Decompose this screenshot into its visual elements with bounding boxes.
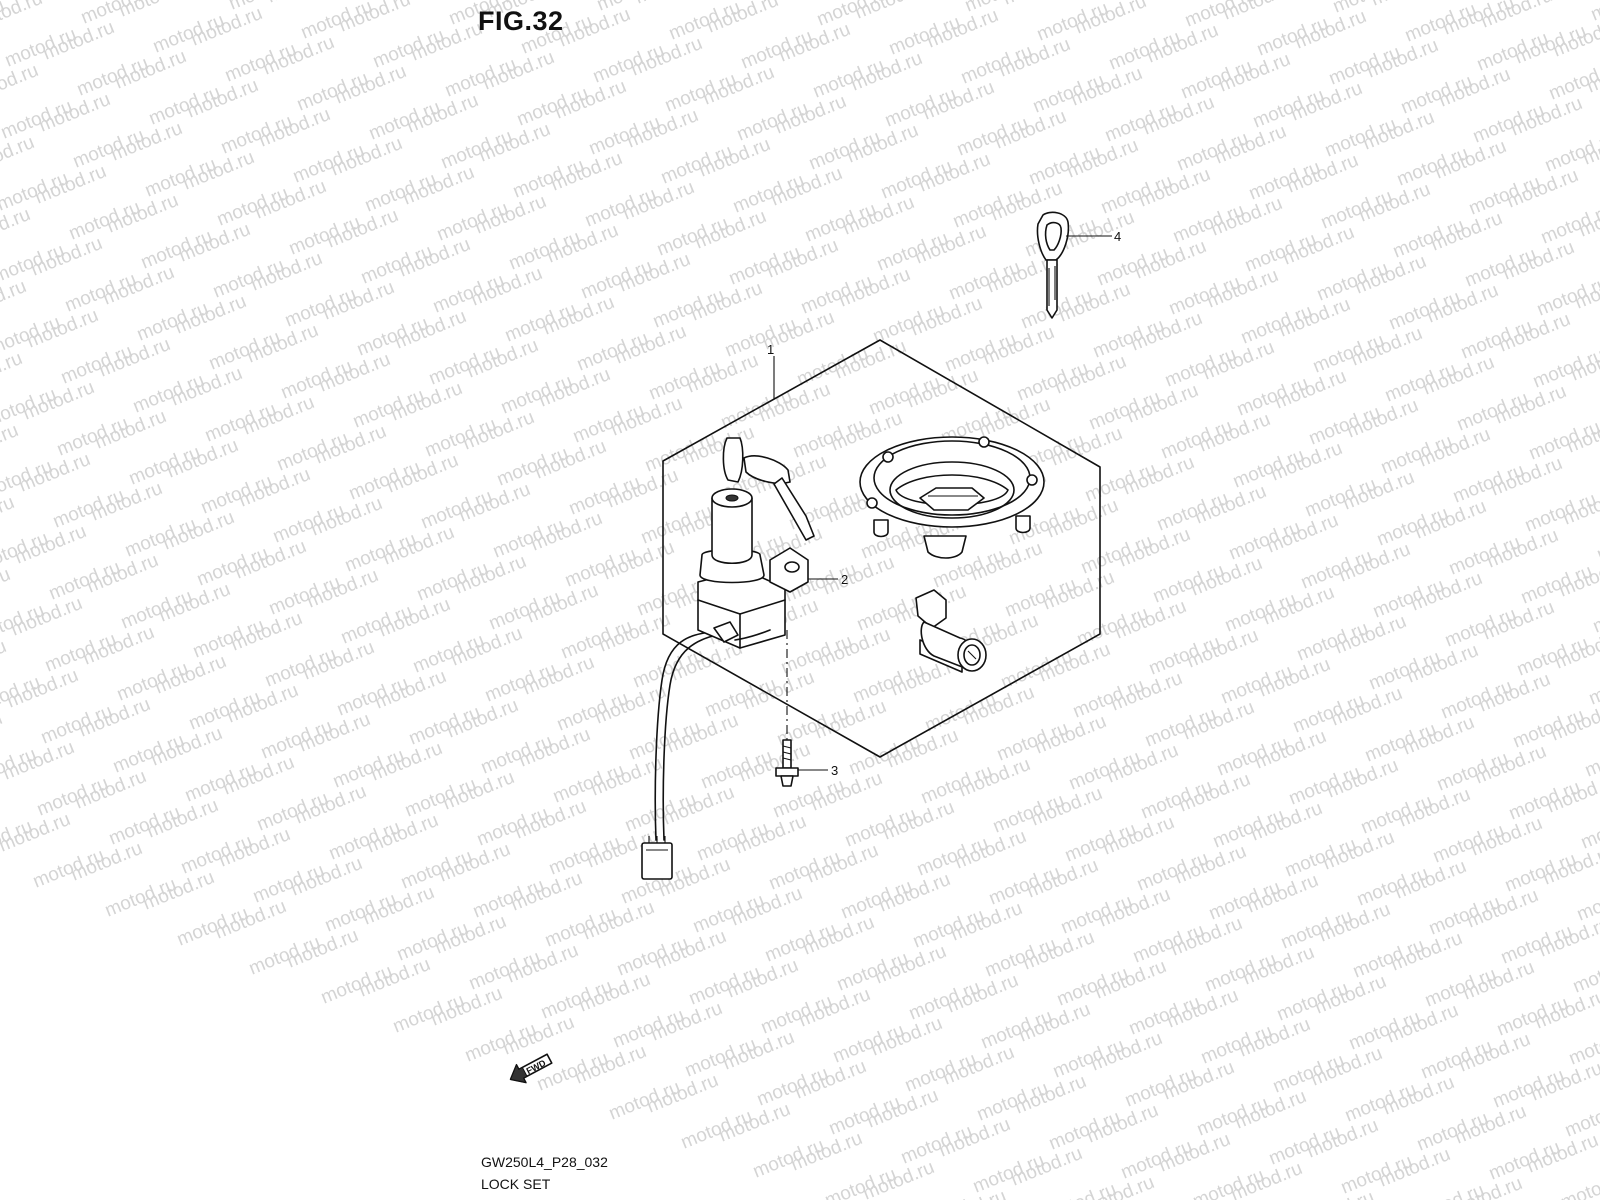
bolt[interactable]	[775, 739, 799, 787]
fwd-arrow: FWD	[509, 1053, 553, 1084]
callout-1[interactable]: 1	[767, 342, 775, 399]
callout-4-label: 4	[1114, 229, 1121, 244]
callout-4[interactable]: 4	[1066, 229, 1121, 244]
callout-1-label: 1	[767, 342, 774, 357]
diagram-code: GW250L4_P28_032	[481, 1154, 608, 1170]
callout-3-label: 3	[831, 763, 838, 778]
seat-lock[interactable]	[915, 589, 987, 673]
diagram-caption: LOCK SET	[481, 1176, 551, 1192]
key[interactable]	[1036, 211, 1070, 319]
lock-set-boundary	[662, 339, 1101, 758]
callout-2[interactable]: 2	[808, 572, 848, 587]
fuel-tank-cap[interactable]	[859, 436, 1045, 559]
ignition-switch[interactable]	[641, 437, 815, 880]
figure-title: FIG.32	[478, 6, 564, 36]
callout-3[interactable]: 3	[798, 763, 838, 778]
callout-2-label: 2	[841, 572, 848, 587]
